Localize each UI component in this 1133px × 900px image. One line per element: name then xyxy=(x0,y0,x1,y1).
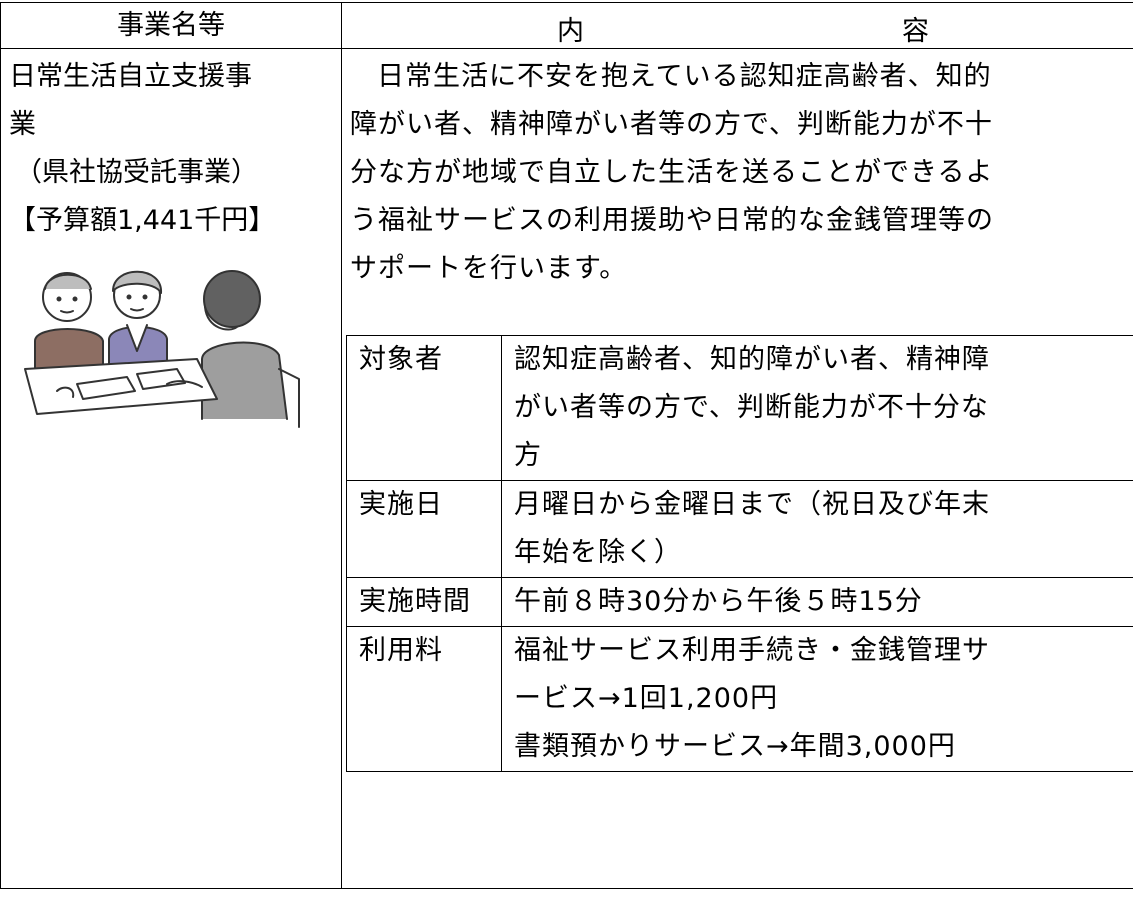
detail-row-hours: 実施時間 午前８時30分から午後５時15分 xyxy=(346,577,1133,627)
detail-value-days: 月曜日から金曜日まで（祝日及び年末 年始を除く） xyxy=(501,480,1133,578)
detail-key-hours: 実施時間 xyxy=(346,577,502,627)
detail-fees-line-3: 書類預かりサービス→年間3,000円 xyxy=(514,731,956,762)
header-content: 内 容 xyxy=(341,2,1133,49)
program-budget: 【予算額1,441千円】 xyxy=(9,205,276,236)
detail-value-hours: 午前８時30分から午後５時15分 xyxy=(501,577,1133,627)
description-line-3: 分な方が地域で自立した生活を送ることができるよ xyxy=(350,157,994,188)
detail-target-line-3: 方 xyxy=(514,440,542,471)
detail-row-target: 対象者 認知症高齢者、知的障がい者、精神障 がい者等の方で、判断能力が不十分な … xyxy=(346,335,1133,481)
detail-days-line-2: 年始を除く） xyxy=(514,537,682,568)
header-content-char-2: 容 xyxy=(902,16,929,47)
description-line-2: 障がい者、精神障がい者等の方で、判断能力が不十 xyxy=(350,109,993,140)
header-program-name: 事業名等 xyxy=(0,2,342,49)
table-header-row: 事業名等 内 容 xyxy=(0,2,1133,49)
description-line-1: 日常生活に不安を抱えている認知症高齢者、知的 xyxy=(377,61,992,92)
description-line-5: サポートを行います。 xyxy=(350,253,628,284)
detail-fees-line-1: 福祉サービス利用手続き・金銭管理サ xyxy=(514,635,990,666)
program-name-line-1: 日常生活自立支援事 xyxy=(9,61,252,92)
program-row: 日常生活自立支援事 業 （県社協受託事業） 【予算額1,441千円】 xyxy=(0,48,1133,889)
header-content-char-1: 内 xyxy=(557,16,584,47)
detail-key-target: 対象者 xyxy=(346,335,502,481)
detail-key-fees: 利用料 xyxy=(346,626,502,772)
consultation-illustration xyxy=(17,259,339,445)
consultation-illustration-icon xyxy=(24,270,300,428)
program-name-line-2: 業 xyxy=(9,109,36,140)
detail-row-days: 実施日 月曜日から金曜日まで（祝日及び年末 年始を除く） xyxy=(346,480,1133,578)
program-content-cell: 日常生活に不安を抱えている認知症高齢者、知的 障がい者、精神障がい者等の方で、判… xyxy=(341,48,1133,889)
detail-target-line-2: がい者等の方で、判断能力が不十分な xyxy=(514,392,989,423)
detail-target-line-1: 認知症高齢者、知的障がい者、精神障 xyxy=(514,344,990,375)
description-line-4: う福祉サービスの利用援助や日常的な金銭管理等の xyxy=(350,205,994,236)
detail-row-fees: 利用料 福祉サービス利用手続き・金銭管理サ ービス→1回1,200円 書類預かり… xyxy=(346,626,1133,772)
program-description: 日常生活に不安を抱えている認知症高齢者、知的 障がい者、精神障がい者等の方で、判… xyxy=(350,53,1127,293)
detail-fees-line-2: ービス→1回1,200円 xyxy=(514,683,779,714)
detail-value-target: 認知症高齢者、知的障がい者、精神障 がい者等の方で、判断能力が不十分な 方 xyxy=(501,335,1133,481)
detail-hours-line-1: 午前８時30分から午後５時15分 xyxy=(514,586,923,617)
program-commission-note: （県社協受託事業） xyxy=(15,157,258,188)
detail-key-days: 実施日 xyxy=(346,480,502,578)
detail-value-fees: 福祉サービス利用手続き・金銭管理サ ービス→1回1,200円 書類預かりサービス… xyxy=(501,626,1133,772)
details-table: 対象者 認知症高齢者、知的障がい者、精神障 がい者等の方で、判断能力が不十分な … xyxy=(346,335,1133,772)
program-name-cell: 日常生活自立支援事 業 （県社協受託事業） 【予算額1,441千円】 xyxy=(0,48,342,889)
detail-days-line-1: 月曜日から金曜日まで（祝日及び年末 xyxy=(514,489,990,520)
